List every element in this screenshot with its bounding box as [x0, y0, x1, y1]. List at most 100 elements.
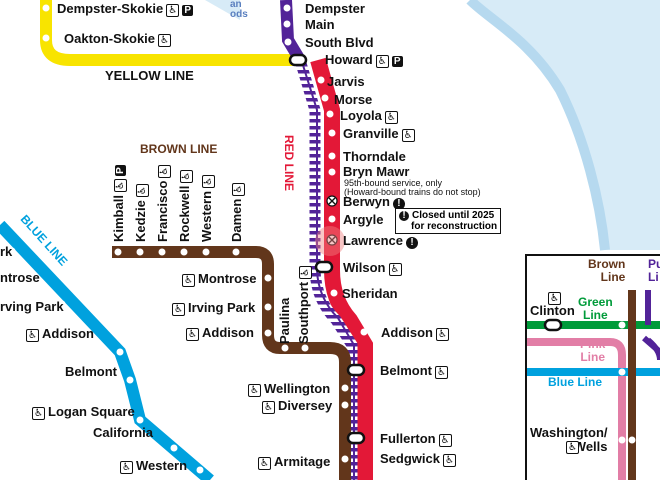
- accessible-icon: ♿: [32, 407, 45, 420]
- station-label: Kimball: [111, 195, 126, 242]
- alert-icon: !: [392, 198, 405, 210]
- station-dot: [32, 273, 40, 281]
- station-rockwell[interactable]: Rockwell♿: [177, 169, 193, 242]
- closed-x-mark: [328, 236, 336, 244]
- transfer-wilson: [314, 260, 334, 274]
- station-dot: [114, 248, 122, 256]
- accessible-icon: ♿: [186, 328, 199, 341]
- station-howard[interactable]: Howard♿P: [325, 53, 403, 68]
- station-dot: [158, 248, 166, 256]
- station-wellington[interactable]: ♿Wellington: [248, 382, 330, 397]
- station-dot: [84, 328, 92, 336]
- station-clinton[interactable]: Clinton: [530, 304, 575, 318]
- station-blue-irving-park[interactable]: rving Park: [0, 299, 64, 314]
- station-bryn-mawr[interactable]: Bryn Mawr: [343, 164, 410, 179]
- station-label: Western: [199, 190, 214, 242]
- station-lawrence[interactable]: Lawrence!: [343, 234, 418, 249]
- station-main[interactable]: Main: [305, 17, 335, 32]
- station-south-blvd[interactable]: South Blvd: [305, 35, 374, 50]
- accessible-icon: ♿: [248, 384, 261, 397]
- station-jarvis[interactable]: Jarvis: [327, 74, 365, 89]
- station-morse[interactable]: Morse: [334, 92, 373, 107]
- station-addison-brown[interactable]: ♿Addison: [186, 326, 254, 341]
- station-label: Addison: [202, 325, 254, 340]
- station-loyola[interactable]: Loyola♿: [340, 109, 398, 124]
- station-blue-western[interactable]: ♿Western: [120, 459, 187, 474]
- yellow-line-name: YELLOW LINE: [105, 68, 194, 83]
- station-dot: [126, 376, 134, 384]
- station-dot: [341, 384, 349, 392]
- accessible-icon: ♿: [232, 182, 245, 196]
- station-kimball[interactable]: Kimball♿P: [111, 165, 127, 242]
- station-label: Montrose: [198, 271, 257, 286]
- station-blue-addison[interactable]: ♿Addison: [26, 327, 94, 342]
- station-belmont-red[interactable]: Belmont♿: [380, 364, 448, 379]
- accessible-icon: ♿: [384, 111, 398, 124]
- station-label: Clinton: [530, 303, 575, 318]
- station-blue-montrose[interactable]: ntrose: [0, 270, 40, 285]
- station-wilson[interactable]: Wilson♿: [343, 261, 402, 276]
- station-sedgwick[interactable]: Sedgwick♿: [380, 452, 456, 467]
- station-irving-park-brown[interactable]: ♿Irving Park: [172, 301, 255, 316]
- accessible-icon: ♿: [180, 169, 193, 183]
- accessible-icon: ♿: [166, 4, 180, 17]
- accessible-icon: ♿: [548, 292, 561, 305]
- accessible-icon: ♿: [182, 274, 195, 287]
- transfer-belmont: [346, 363, 366, 377]
- closure-line-1: Closed until 2025: [412, 210, 495, 221]
- station-label: Diversey: [278, 398, 333, 413]
- station-dempster[interactable]: Dempster: [305, 1, 365, 16]
- station-logan-square[interactable]: ♿Logan Square: [32, 405, 135, 420]
- station-blue-park[interactable]: rk: [0, 244, 13, 259]
- station-fullerton[interactable]: Fullerton♿: [380, 432, 452, 447]
- station-dot: [116, 348, 124, 356]
- station-dot: [618, 368, 626, 376]
- lake-edge: [466, 0, 610, 251]
- station-dot: [328, 129, 336, 137]
- station-label: Lawrence: [343, 233, 403, 248]
- station-armitage[interactable]: ♿Armitage: [258, 455, 330, 470]
- accessible-icon: ♿: [438, 434, 452, 447]
- station-california[interactable]: California: [93, 425, 153, 440]
- station-oakton-skokie[interactable]: Oakton-Skokie♿: [64, 31, 172, 47]
- station-damen[interactable]: Damen♿: [229, 182, 245, 242]
- station-blue-belmont[interactable]: Belmont: [65, 364, 117, 379]
- station-dot: [341, 455, 349, 463]
- station-label: Addison: [381, 325, 433, 340]
- accessible-icon: ♿: [436, 328, 449, 341]
- station-label: Wellington: [264, 381, 331, 396]
- accessible-icon: ♿: [566, 441, 579, 454]
- accessible-icon: ♿: [258, 457, 271, 470]
- station-dot: [264, 303, 272, 311]
- station-berwyn[interactable]: Berwyn!: [343, 195, 405, 210]
- accessible-icon: ♿: [136, 184, 149, 198]
- station-thorndale[interactable]: Thorndale: [343, 149, 406, 164]
- station-granville[interactable]: Granville♿: [343, 127, 415, 142]
- station-kedzie[interactable]: Kedzie♿: [133, 184, 149, 242]
- station-label: Belmont: [380, 363, 432, 378]
- inset-pink-line-name: Pink Line: [580, 337, 606, 364]
- station-southport[interactable]: Southport ♿: [296, 265, 312, 344]
- station-dot: [58, 300, 66, 308]
- station-argyle[interactable]: Argyle: [343, 212, 384, 227]
- accessible-icon: ♿: [299, 265, 312, 279]
- station-dot: [42, 4, 50, 12]
- station-label: Logan Square: [48, 404, 135, 419]
- station-dot: [136, 248, 144, 256]
- inset-pink-line: [527, 338, 626, 480]
- station-western-brown[interactable]: Western♿: [199, 174, 215, 242]
- accessible-icon: ♿: [158, 34, 172, 47]
- station-washington-wells[interactable]: Washington/ Wells: [530, 425, 608, 454]
- station-label: Southport: [296, 281, 311, 344]
- station-dot: [330, 289, 338, 297]
- station-addison-red[interactable]: Addison♿: [381, 326, 449, 341]
- station-sheridan[interactable]: Sheridan: [342, 286, 398, 301]
- station-montrose-brown[interactable]: ♿Montrose: [182, 272, 257, 287]
- station-dempster-skokie[interactable]: Dempster-Skokie♿P: [57, 2, 194, 17]
- station-dot: [326, 110, 334, 118]
- station-diversey[interactable]: ♿Diversey: [262, 399, 332, 414]
- station-francisco[interactable]: Francisco♿: [155, 164, 171, 242]
- station-paulina[interactable]: Paulina: [277, 297, 292, 344]
- station-label: Oakton-Skokie: [64, 31, 156, 46]
